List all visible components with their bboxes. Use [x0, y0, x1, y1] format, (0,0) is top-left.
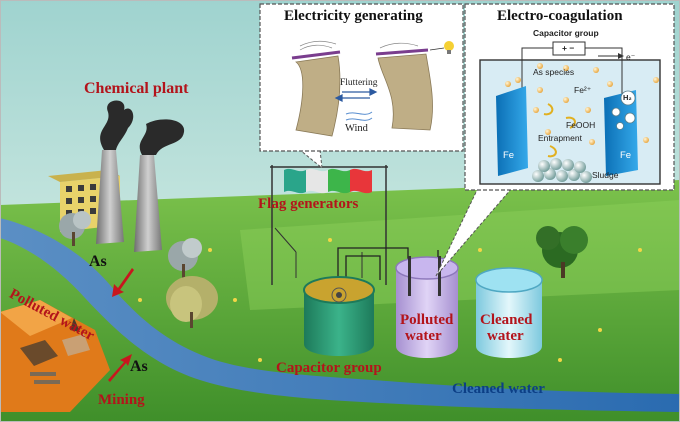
label-ec-polarity: + − — [562, 43, 575, 53]
label-ec-electron: e⁻ — [626, 52, 636, 62]
sludge-pile — [532, 158, 592, 183]
double-arrow — [334, 88, 378, 102]
capacitor-tank — [303, 276, 375, 356]
tree-mid — [168, 238, 202, 278]
arrow-as-from-mining — [108, 354, 132, 382]
label-ec-h2: H₂ — [623, 93, 632, 102]
wind-lines — [345, 111, 373, 121]
willow-tree — [166, 276, 218, 328]
flexible-sheet-right — [375, 42, 433, 131]
label-ec-capacitor-group: Capacitor group — [533, 28, 599, 38]
tree-left — [59, 211, 91, 246]
label-wind: Wind — [345, 123, 368, 134]
label-as-top: As — [89, 253, 107, 270]
label-polluted-water-tank-2: water — [405, 328, 442, 344]
flexible-sheet-left — [291, 40, 341, 137]
label-cleaned-water-river: Cleaned water — [452, 381, 545, 397]
h2-bubbles — [611, 90, 636, 130]
ec-circuit — [521, 47, 623, 98]
label-ec-fe2: Fe²⁺ — [574, 85, 592, 95]
flag-generator-structure — [270, 165, 388, 285]
label-cleaned-water-tank-2: water — [487, 328, 524, 344]
bulb-icon — [429, 41, 454, 54]
label-polluted-water-tank-1: Polluted — [400, 312, 454, 328]
tree-right — [536, 226, 588, 278]
label-cleaned-water-tank-1: Cleaned — [480, 312, 533, 328]
label-as-bottom: As — [130, 358, 148, 375]
ec-electron-arrowhead — [618, 53, 624, 59]
polluted-water-tank — [395, 256, 459, 358]
label-chemical-plant: Chemical plant — [84, 80, 189, 97]
label-ec-fe-left: Fe — [503, 150, 515, 161]
smokestacks — [96, 100, 185, 252]
as-species-dots — [505, 63, 659, 145]
entrapment-swirls — [543, 103, 576, 158]
cleaned-water-tank — [475, 267, 543, 358]
label-capacitor-group: Capacitor group — [276, 360, 382, 376]
label-flag-generators: Flag generators — [258, 196, 359, 212]
label-mining: Mining — [98, 392, 145, 408]
label-ec-fe-right: Fe — [620, 150, 632, 161]
label-ec-sludge: Sludge — [592, 170, 619, 180]
flags — [284, 168, 372, 194]
label-fluttering: Fluttering — [340, 78, 378, 88]
inset-coagulation-title: Electro-coagulation — [497, 8, 623, 24]
river — [0, 218, 680, 412]
label-ec-entrapment: Entrapment — [538, 133, 582, 143]
label-ec-feooh: FeOOH — [566, 120, 596, 130]
inset-electricity-title: Electricity generating — [284, 8, 423, 24]
mining-site — [0, 300, 110, 412]
fe-electrode-left — [496, 86, 528, 176]
label-ec-as-species: As species — [533, 67, 575, 77]
arrow-as-from-plant — [112, 268, 134, 297]
